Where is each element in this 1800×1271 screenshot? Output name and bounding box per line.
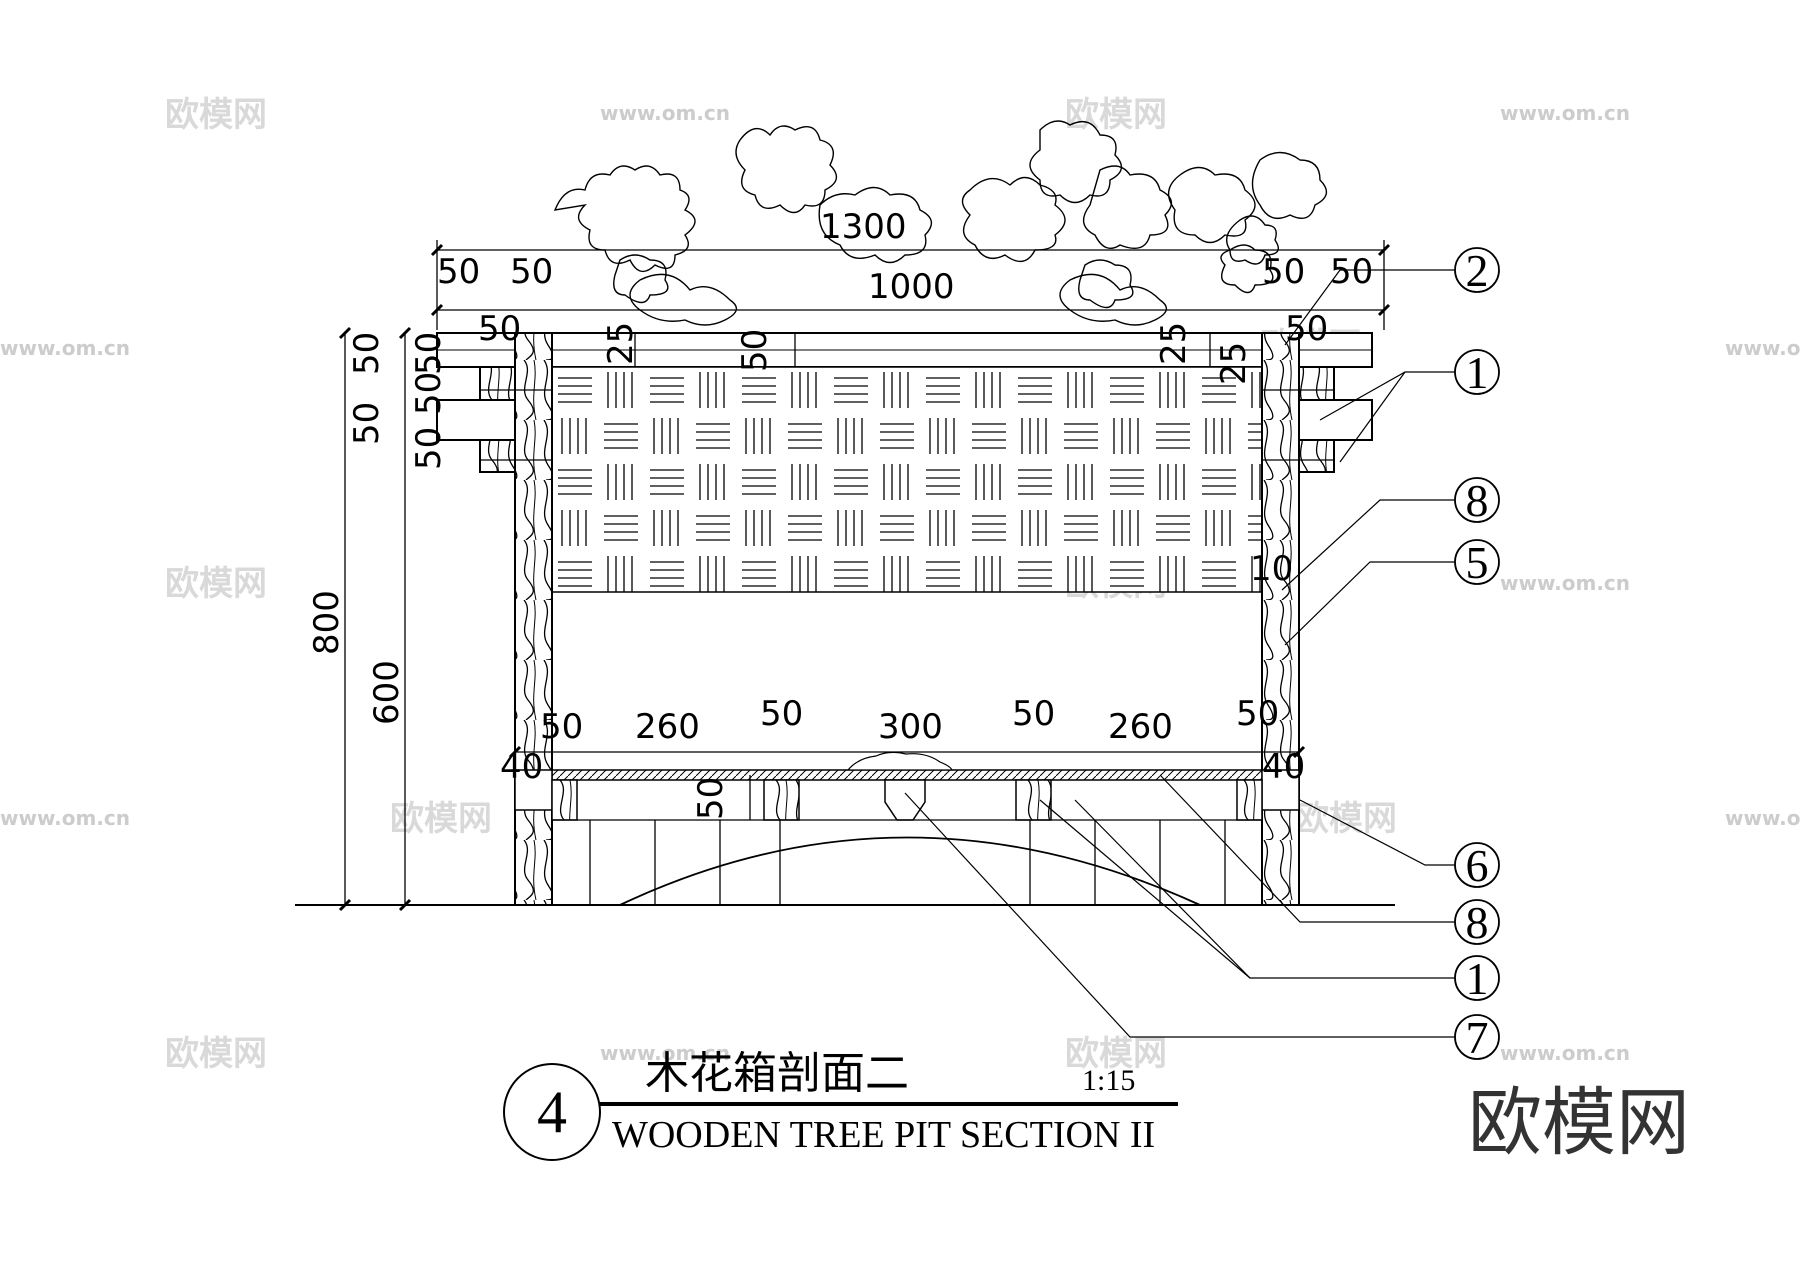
dim-wall-thickness: 10 [1250, 549, 1293, 589]
dim-bottom-40-left: 40 [500, 747, 543, 787]
dim-height-total: 800 [307, 590, 347, 655]
dim-stack-3: 50 [409, 372, 449, 415]
callout-circle [1454, 477, 1500, 523]
plant-foliage [553, 120, 1328, 326]
drawing-number-circle [503, 1063, 601, 1161]
support-block [1015, 779, 1052, 821]
gravel-filter [846, 751, 953, 771]
dim-top-left-a: 50 [437, 252, 480, 292]
callout-number: 2 [1466, 245, 1489, 296]
right-wall [1261, 332, 1300, 906]
watermark-text: 欧模网 [165, 564, 267, 604]
dim-bottom-6: 260 [1108, 707, 1173, 747]
bottom-board [551, 769, 1263, 781]
dim-row2-left: 50 [478, 309, 521, 349]
dim-top-right-b: 50 [1330, 252, 1373, 292]
title-block: 4 木花箱剖面二 1:15 WOODEN TREE PIT SECTION II [503, 1048, 1178, 1161]
support-block [551, 779, 578, 821]
dim-inner-width: 1000 [868, 267, 955, 307]
callout-circle [1454, 1014, 1500, 1060]
watermark-url: www.om.cn [1500, 101, 1630, 125]
watermark-url: www.om.cn [600, 101, 730, 125]
dim-v-50-center: 50 [735, 329, 775, 372]
support-block [763, 779, 800, 821]
tree-pit-box [295, 332, 1395, 906]
brand-logo-text: 欧模网 [1468, 1080, 1690, 1166]
dim-v-25-right: 25 [1154, 322, 1194, 365]
callout-circle [1454, 349, 1500, 395]
callout-number: 6 [1466, 840, 1489, 891]
dim-bottom-5: 50 [1012, 694, 1055, 734]
callout-bubbles: 2 1 8 5 6 8 1 7 [1454, 245, 1500, 1063]
lower-slats [552, 819, 1262, 905]
dimension-labels: 1300 1000 50 50 50 50 50 50 25 50 25 25 … [307, 207, 1373, 820]
dim-stack-4: 50 [409, 427, 449, 470]
dim-bottom-40-right: 40 [1262, 747, 1305, 787]
leader-lines [904, 269, 1455, 1038]
dim-overall-width: 1300 [820, 207, 907, 247]
left-wall [514, 332, 553, 906]
right-rail-notch [1298, 399, 1373, 441]
callout-circle [1454, 899, 1500, 945]
callout-circle [1454, 247, 1500, 293]
dim-height-inner: 600 [367, 660, 407, 725]
dim-bottom-7: 50 [1236, 694, 1279, 734]
watermark-url: www.om.cn [0, 806, 130, 830]
watermark-text: 欧模网 [165, 1034, 267, 1074]
watermark-url: www.om.cn [1725, 806, 1800, 830]
dim-bottom-4: 300 [878, 707, 943, 747]
dim-stack-5: 50 [409, 332, 449, 375]
left-rail-notch [436, 399, 516, 441]
watermark-text: 欧模网 [390, 799, 492, 839]
dim-top-left-b: 50 [510, 252, 553, 292]
drawing-scale: 1:15 [1082, 1064, 1135, 1097]
callout-circle [1454, 539, 1500, 585]
support-block [1236, 779, 1263, 821]
watermark-url: www.om.cn [600, 1041, 730, 1065]
watermark-text: 欧模网 [1065, 1034, 1167, 1074]
dim-support-height: 50 [691, 777, 731, 820]
watermark-text: 欧模网 [1065, 95, 1167, 135]
watermark-url: www.om.cn [1500, 571, 1630, 595]
dim-stack-2: 50 [347, 402, 387, 445]
callout-circle [1454, 955, 1500, 1001]
watermark-text: 欧模网 [165, 95, 267, 135]
callout-number: 5 [1466, 537, 1489, 588]
callout-number: 1 [1466, 953, 1489, 1004]
dim-v-25-left: 25 [601, 322, 641, 365]
basket-weave-panel [551, 366, 1263, 593]
dim-top-right-a: 50 [1262, 252, 1305, 292]
dim-stack-1: 50 [347, 332, 387, 375]
callout-number: 7 [1466, 1012, 1489, 1063]
watermark-url: www.om.cn [1725, 336, 1800, 360]
callout-number: 8 [1466, 897, 1489, 948]
drawing-title-en: WOODEN TREE PIT SECTION II [612, 1114, 1155, 1156]
dimension-lines [338, 240, 1391, 912]
watermark-url: www.om.cn [0, 336, 130, 360]
callout-circle [1454, 842, 1500, 888]
drain-outlet [884, 779, 926, 821]
soil-mound [619, 836, 1201, 906]
drawing-number: 4 [537, 1079, 567, 1145]
dim-v-25-right2: 25 [1214, 342, 1254, 385]
callout-number: 1 [1466, 347, 1489, 398]
dim-bottom-3: 50 [760, 694, 803, 734]
dim-bottom-2: 260 [635, 707, 700, 747]
drawing-title-cn: 木花箱剖面二 [645, 1048, 909, 1099]
callout-number: 8 [1466, 475, 1489, 526]
dim-bottom-1: 50 [540, 707, 583, 747]
watermark-url: www.om.cn [1500, 1041, 1630, 1065]
